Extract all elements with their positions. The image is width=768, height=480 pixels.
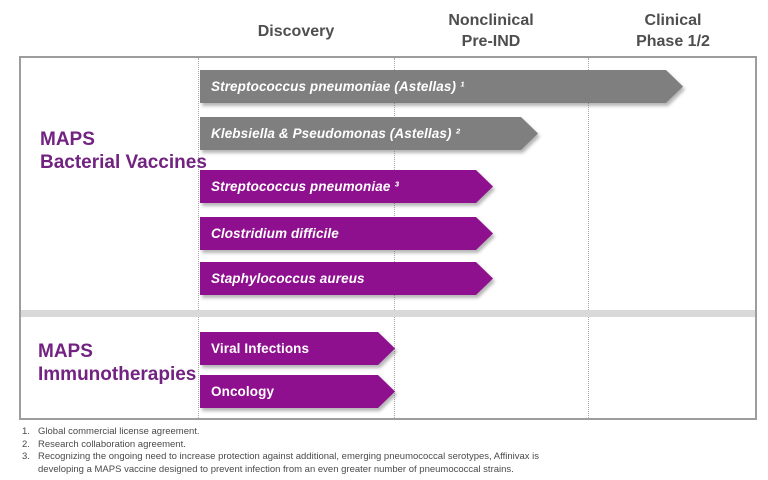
section-label-line2: Immunotherapies [38,364,197,385]
pipeline-panel: MAPS Bacterial Vaccines MAPS Immunothera… [19,56,757,420]
footnote-number: 2. [22,438,30,450]
section-label-maps-immunotherapies: MAPS Immunotherapies [38,340,196,386]
footnote-text: Research collaboration agreement. [38,438,186,450]
footnote-number: 3. [22,451,30,462]
column-header-line2: Phase 1/2 [636,33,710,50]
column-header-discovery: Discovery [198,10,394,42]
footnote-3: 3. Recognizing the ongoing need to incre… [22,451,722,476]
program-arrow-viral-infections: Viral Infections [200,332,395,365]
section-label-line1: MAPS [38,341,93,362]
footnotes: 1. Global commercial license agreement. … [22,426,722,476]
arrow-shape: Klebsiella & Pseudomonas (Astellas) ² [200,117,538,150]
column-divider-line [588,58,589,418]
program-arrow-streptococcus-pneumoniae-astellas: Streptococcus pneumoniae (Astellas) ¹ [200,70,683,103]
program-arrow-oncology: Oncology [200,375,395,408]
arrow-shape: Oncology [200,375,395,408]
program-arrow-label: Streptococcus pneumoniae (Astellas) ¹ [211,79,465,94]
column-header-clinical-phase-1-2: Clinical Phase 1/2 [588,10,758,52]
program-arrow-streptococcus-pneumoniae: Streptococcus pneumoniae ³ [200,170,493,203]
program-arrow-klebsiella-pseudomonas-astellas: Klebsiella & Pseudomonas (Astellas) ² [200,117,538,150]
arrow-shape: Viral Infections [200,332,395,365]
program-arrow-staphylococcus-aureus: Staphylococcus aureus [200,262,493,295]
program-arrow-label: Oncology [211,384,275,399]
program-arrow-label: Clostridium difficile [211,226,339,241]
section-label-line2: Bacterial Vaccines [40,152,207,173]
footnote-2: 2. Research collaboration agreement. [22,439,722,452]
column-header-line1: Clinical [644,12,702,29]
arrow-shape: Staphylococcus aureus [200,262,493,295]
program-arrow-label: Streptococcus pneumoniae ³ [211,179,399,194]
program-arrow-label: Viral Infections [211,341,310,356]
arrow-shape: Streptococcus pneumoniae ³ [200,170,493,203]
footnote-text: Recognizing the ongoing need to increase… [38,451,539,475]
column-header-nonclinical-pre-ind: Nonclinical Pre-IND [394,10,588,52]
program-arrow-clostridium-difficile: Clostridium difficile [200,217,493,250]
section-divider-bar [21,310,755,317]
footnote-number: 1. [22,426,30,437]
arrow-shape: Clostridium difficile [200,217,493,250]
program-arrow-label: Klebsiella & Pseudomonas (Astellas) ² [211,126,461,141]
arrow-shape: Streptococcus pneumoniae (Astellas) ¹ [200,70,683,103]
section-label-maps-bacterial-vaccines: MAPS Bacterial Vaccines [40,128,207,174]
column-header-line1: Discovery [257,23,335,40]
column-divider-line [198,58,199,418]
footnote-text: Global commercial license agreement. [38,426,200,437]
program-arrow-label: Staphylococcus aureus [211,271,365,286]
column-header-line2: Pre-IND [461,33,521,50]
footnote-1: 1. Global commercial license agreement. [22,426,722,439]
column-header-line1: Nonclinical [448,12,534,29]
section-label-line1: MAPS [40,129,95,150]
